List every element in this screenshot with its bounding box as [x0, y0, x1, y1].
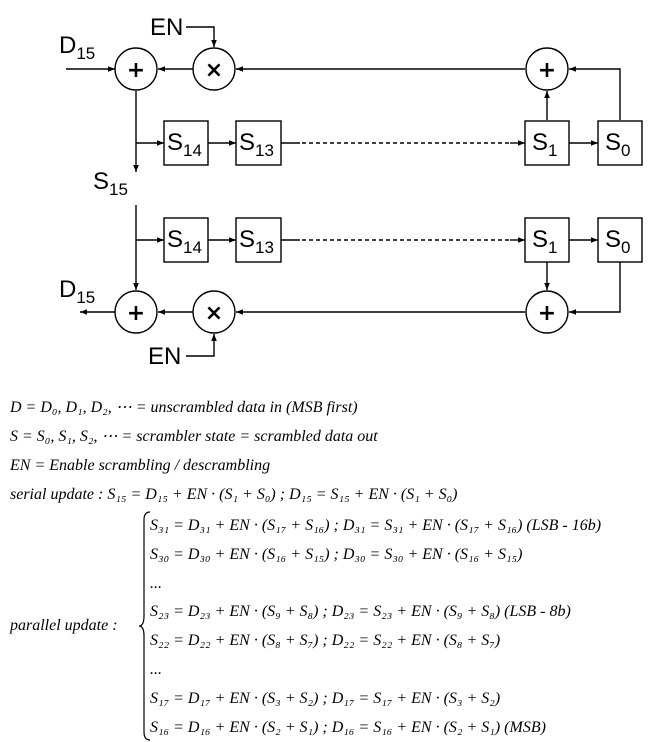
top-and-circle: [192, 47, 236, 91]
bottom-and-circle: [192, 290, 236, 334]
parallel-update-label: parallel update :: [10, 617, 118, 634]
top-enable-label: EN: [150, 14, 183, 41]
top-feedback-xor-symbol: +: [538, 58, 556, 83]
bottom-xor-symbol: +: [127, 301, 145, 326]
top-output-label: S15: [93, 168, 128, 199]
bottom-xor-circle: [114, 290, 158, 334]
top-scrambler: [66, 26, 643, 172]
bottom-text: D15 EN + × + S14 S13 S1 S0: [59, 226, 630, 370]
definition-data: D = D₀, D₁, D₂, ⋯ = unscrambled data in …: [10, 399, 358, 416]
top-register-s13-label: S13: [239, 129, 274, 160]
bottom-feedback-xor-circle: [525, 290, 569, 334]
parallel-equation-s22: S₂₂ = D₂₂ + EN · (S₈ + S₇) ; D₂₂ = S₂₂ +…: [150, 632, 501, 649]
top-register-s14: [163, 120, 209, 166]
top-input-label: D15: [59, 32, 95, 63]
top-en-line: [186, 26, 217, 47]
top-register-s14-label: S14: [167, 129, 202, 160]
serial-update-equation: serial update : S₁₅ = D₁₅ + EN · (S₁ + S…: [10, 486, 458, 503]
bottom-register-s0-label: S0: [605, 226, 630, 257]
parallel-equation-s23: S₂₃ = D₂₃ + EN · (S₉ + S₈) ; D₂₃ = S₂₃ +…: [150, 603, 571, 620]
bottom-s0-tap-line: [569, 262, 621, 315]
bottom-and-symbol: ×: [205, 301, 223, 326]
top-register-s13: [235, 120, 282, 166]
top-register-s0: [597, 120, 643, 166]
bottom-register-s13-label: S13: [239, 226, 274, 257]
top-register-s1: [524, 120, 570, 166]
top-text: D15 EN S15 + × + S14 S13 S1 S0: [59, 14, 630, 199]
bottom-register-s0: [597, 217, 643, 263]
scrambler-diagram: D15 EN S15 + × + S14 S13 S1 S0: [59, 14, 643, 370]
bottom-output-label: D15: [59, 276, 95, 307]
top-and-symbol: ×: [205, 58, 223, 83]
definition-state: S = S₀, S₁, S₂, ⋯ = scrambler state = sc…: [10, 428, 378, 445]
parallel-equation-s31: S₃₁ = D₃₁ + EN · (S₁₇ + S₁₆) ; D₃₁ = S₃₁…: [150, 517, 602, 534]
bottom-en-line: [186, 334, 217, 357]
parallel-equation-s30: S₃₀ = D₃₀ + EN · (S₁₆ + S₁₅) ; D₃₀ = S₃₀…: [150, 546, 523, 563]
parallel-ellipsis-1: ...: [150, 575, 162, 592]
bottom-feedback-xor-symbol: +: [538, 301, 556, 326]
top-register-s1-label: S1: [532, 129, 557, 160]
bottom-register-s1: [524, 217, 570, 263]
bottom-register-s13: [235, 217, 282, 263]
top-register-s0-label: S0: [605, 129, 630, 160]
definition-enable: EN = Enable scrambling / descrambling: [10, 457, 271, 474]
parallel-equation-s16: S₁₆ = D₁₆ + EN · (S₂ + S₁) ; D₁₆ = S₁₆ +…: [150, 719, 546, 736]
parallel-equation-s17: S₁₇ = D₁₇ + EN · (S₃ + S₂) ; D₁₇ = S₁₇ +…: [150, 690, 501, 707]
bottom-register-s1-label: S1: [532, 226, 557, 257]
bottom-enable-label: EN: [148, 343, 181, 370]
bottom-register-s14: [163, 217, 209, 263]
top-xor-circle: [114, 47, 158, 91]
parallel-brace: [138, 511, 151, 741]
bottom-descrambler: [80, 205, 643, 357]
top-s0-tap-line: [569, 66, 621, 120]
parallel-ellipsis-2: ...: [150, 661, 162, 678]
top-xor-symbol: +: [127, 58, 145, 83]
bottom-register-s14-label: S14: [167, 226, 202, 257]
top-feedback-xor-circle: [525, 47, 569, 91]
